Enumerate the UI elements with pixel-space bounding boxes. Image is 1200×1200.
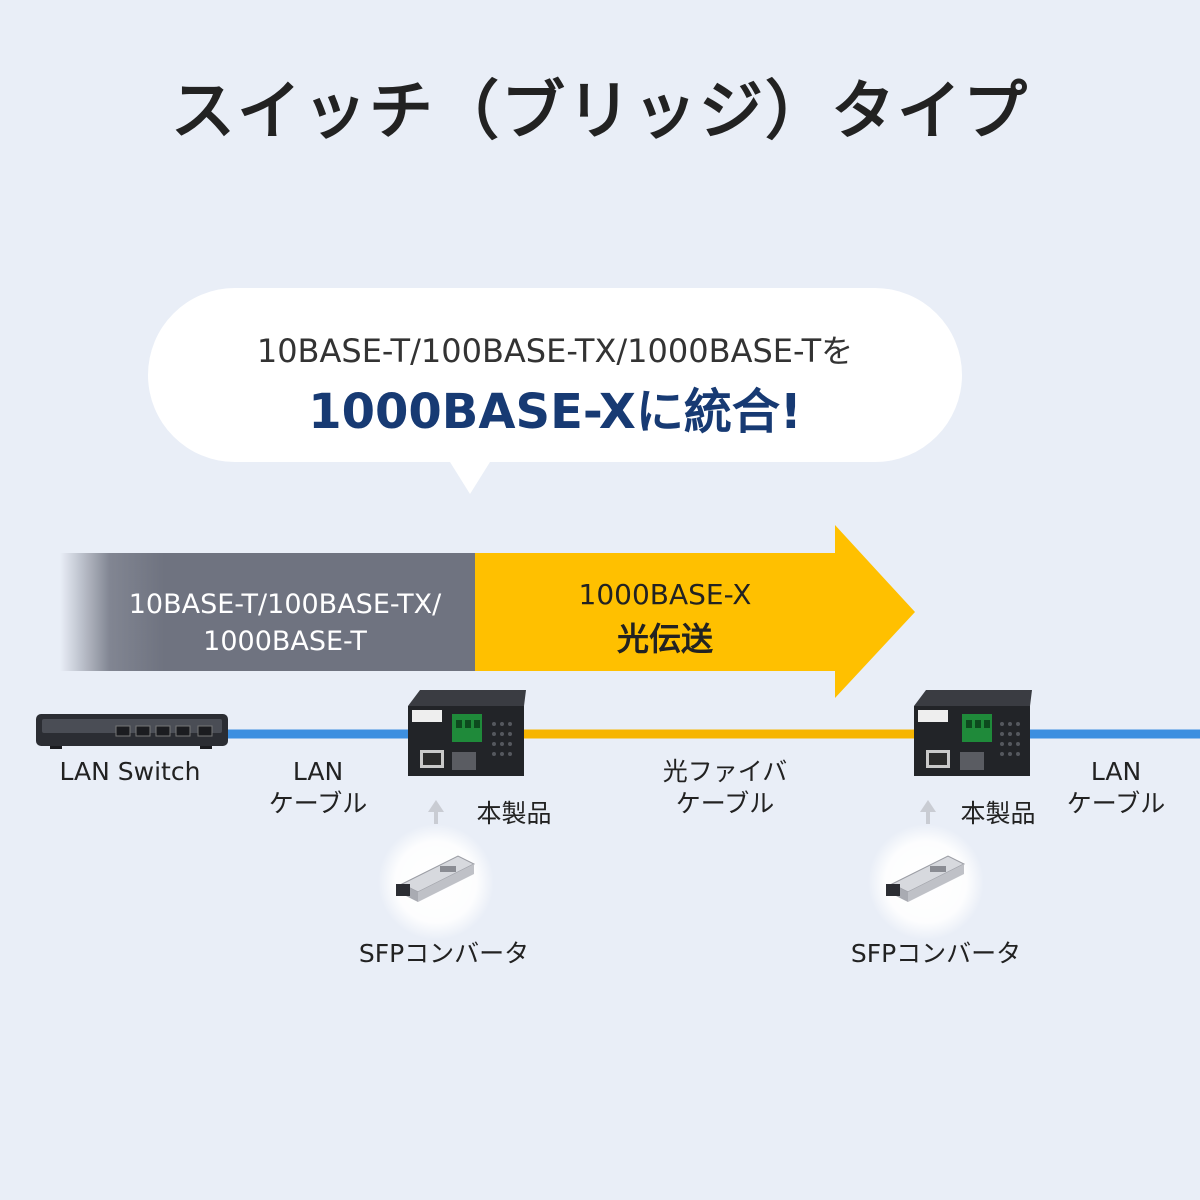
transmission-band: [60, 525, 915, 698]
lan-cable-right-line1: LAN: [1090, 757, 1142, 786]
lan-cable-right-label: LAN ケーブル: [1046, 756, 1186, 820]
lan-switch-device: [36, 714, 228, 749]
speech-bubble: [148, 288, 962, 494]
network-diagram: [36, 690, 1200, 940]
sfp-module-right: [868, 824, 984, 940]
lan-cable-right-line2: ケーブル: [1066, 789, 1166, 818]
lan-cable-left-line2: ケーブル: [268, 789, 368, 818]
optical-arrow: [475, 525, 915, 698]
optical-standard-label: 1000BASE-X: [578, 578, 752, 611]
media-converter-left: [408, 690, 526, 776]
sfp-right-label: SFPコンバータ: [850, 939, 1022, 968]
page-title: スイッチ（ブリッジ）タイプ: [171, 75, 1029, 149]
copper-segment: [60, 553, 476, 671]
sfp-insert-arrow-left: [428, 800, 444, 812]
sfp-insert-arrow-right: [920, 800, 936, 812]
sfp-module-left: [378, 824, 494, 940]
sfp-left-label: SFPコンバータ: [358, 939, 530, 968]
copper-line1: 10BASE-T/100BASE-TX/: [128, 589, 442, 620]
bubble-text-line1: 10BASE-T/100BASE-TX/1000BASE-Tを: [256, 332, 854, 370]
bubble-text-line2: 1000BASE-Xに統合!: [308, 384, 802, 440]
lan-cable-left-line1: LAN: [292, 757, 344, 786]
product-right-label: 本製品: [960, 799, 1036, 828]
fiber-line2: ケーブル: [675, 789, 775, 818]
media-converter-right: [914, 690, 1032, 776]
lan-switch-label: LAN Switch: [59, 757, 201, 786]
optical-transmission-label: 光伝送: [616, 620, 713, 658]
product-left-label: 本製品: [476, 799, 552, 828]
copper-standards-label: 10BASE-T/100BASE-TX/ 1000BASE-T: [90, 586, 480, 660]
lan-cable-left-label: LAN ケーブル: [248, 756, 388, 820]
copper-line2: 1000BASE-T: [203, 626, 367, 657]
fiber-line1: 光ファイバ: [662, 757, 788, 786]
fiber-cable-label: 光ファイバ ケーブル: [640, 756, 810, 820]
